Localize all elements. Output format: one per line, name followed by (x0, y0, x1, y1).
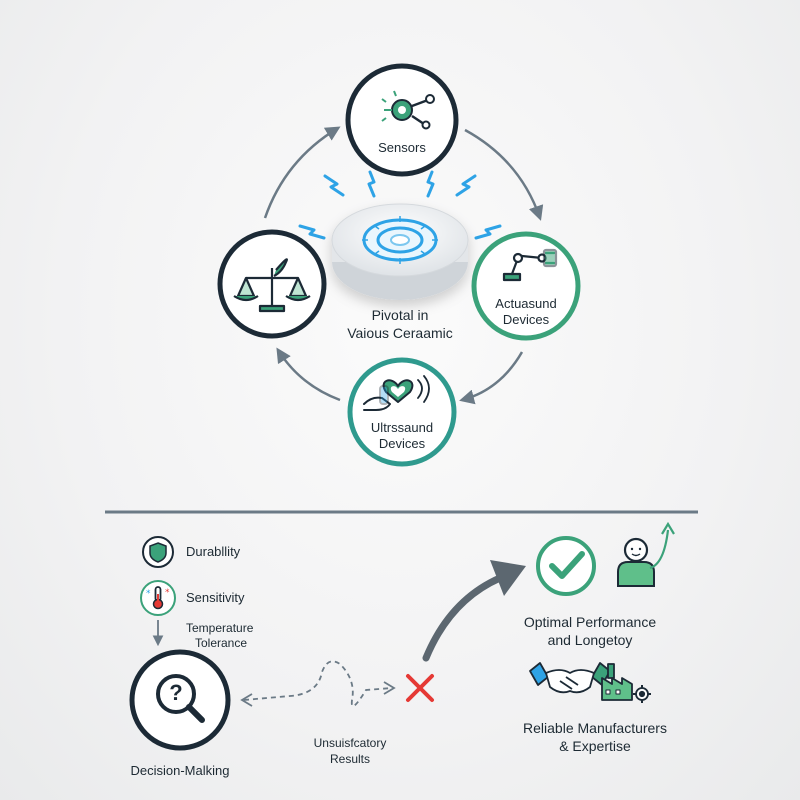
checkmark-icon (536, 536, 596, 596)
cycle-arrow-actuators-to-ultrasound (459, 351, 524, 405)
actuators-label-line1: Actuasund (495, 296, 557, 311)
growth-arrow (649, 529, 670, 570)
upward-curve-arrow (422, 574, 504, 662)
cycle-arrow-sensors-to-actuators (464, 128, 544, 221)
ultrasound-label-line1: Ultrssaund (370, 420, 434, 435)
person-icon (617, 537, 655, 587)
thermometer-icon: * * (140, 580, 176, 616)
robot-arm-icon (502, 248, 558, 282)
temperature-label-line1: Temperature (186, 621, 254, 635)
svg-text:*: * (165, 588, 170, 598)
optimal-label-line2: and Longetoy (547, 632, 633, 648)
hand-heart-icon (363, 375, 430, 411)
handshake-icon (529, 662, 611, 694)
unsatisfactory-label-line2: Results (329, 752, 370, 766)
ultrasound-label-line2: Devices (378, 436, 426, 451)
decision-label: Decision-Malking (130, 763, 230, 778)
cycle-arrow-ultrasound-to-scale (276, 347, 341, 402)
durability-label: Durabllity (186, 544, 241, 559)
center-label-line2: Vaious Ceraamic (347, 325, 453, 341)
unsatisfactory-label-line1: Unsuisfcatory (313, 736, 387, 750)
optimal-label-line1: Optimal Performance (523, 614, 657, 630)
actuators-label-line2: Devices (502, 312, 550, 327)
cycle-arrow-scale-to-sensors (263, 126, 341, 219)
shield-icon (142, 536, 174, 568)
reliable-label-line2: & Expertise (559, 738, 631, 754)
reliable-label-line1: Reliable Manufacturers (523, 720, 667, 736)
sensors-label: Sensors (378, 140, 426, 155)
svg-text:*: * (146, 589, 151, 599)
circuit-node-icon (381, 90, 435, 130)
cross-icon (406, 674, 434, 702)
temperature-label-line2: Tolerance (195, 636, 248, 650)
signal-bolt-group (298, 170, 502, 240)
center-label-line1: Pivotal in (371, 307, 429, 323)
balance-scale-icon (233, 258, 311, 313)
factory-gear-icon (601, 663, 651, 703)
magnifier-question-icon: ? (129, 649, 231, 751)
svg-text:?: ? (169, 680, 182, 705)
dashed-path (243, 660, 393, 707)
ceramic-disc (331, 203, 469, 300)
sensitivity-label: Sensitivity (186, 590, 245, 605)
